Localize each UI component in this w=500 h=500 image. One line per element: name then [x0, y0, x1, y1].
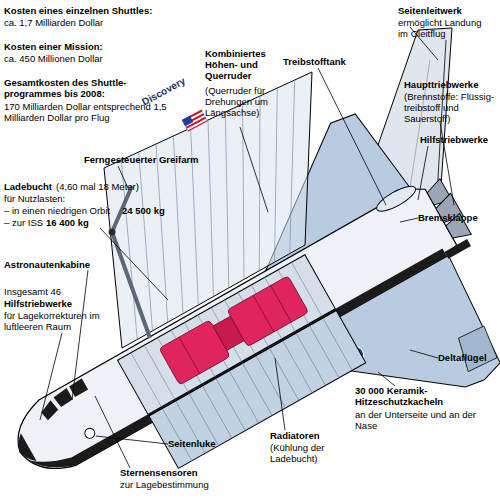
- part-label: Kosten einer Mission:: [4, 41, 179, 52]
- nose-cap: [12, 433, 36, 466]
- rib-line: [139, 152, 153, 331]
- oms-pod: [374, 182, 419, 216]
- rib-line: [283, 341, 312, 393]
- payload-band: [253, 295, 274, 332]
- body-flap: [444, 239, 471, 259]
- part-label: an der Unterseite und an der Nase: [355, 409, 480, 431]
- payload-band: [179, 337, 200, 374]
- rib-line: [229, 371, 258, 423]
- part-label: Sternensensoren: [120, 467, 220, 478]
- part-label: Ladebucht: [4, 181, 64, 192]
- leader-line: [318, 68, 386, 205]
- part-label: ermöglicht Landung im Gleitflug: [398, 17, 493, 39]
- leader-line: [378, 372, 395, 386]
- leader-line: [96, 436, 168, 444]
- radiator-door: [149, 311, 366, 469]
- part-label: Bremsklappe: [418, 212, 498, 223]
- rib-line: [131, 353, 161, 407]
- part-label: Hilfstriebwerke: [420, 134, 500, 145]
- part-label: Radiatoren: [270, 430, 340, 441]
- leader-line: [410, 350, 438, 358]
- leader-line: [240, 127, 268, 212]
- leader-line: [418, 146, 428, 200]
- leader-line: [95, 396, 130, 468]
- rib-line: [259, 96, 261, 271]
- rib-line: [310, 326, 339, 378]
- cockpit-window: [53, 388, 74, 408]
- rib-line: [189, 393, 218, 445]
- rib-line: [202, 386, 231, 438]
- part-label: Deltaflügel: [438, 352, 500, 363]
- flag-canton: [182, 116, 193, 126]
- leader-line: [72, 270, 88, 400]
- rib-line: [275, 88, 278, 262]
- arm-joint: [109, 229, 116, 236]
- part-label: 16 400 kg: [46, 217, 106, 228]
- part-label: (4,60 mal 18 Meter): [56, 181, 156, 192]
- cockpit-window: [38, 399, 60, 421]
- rib-line: [296, 333, 325, 385]
- part-label: (Querruder für Drehungen um Längsachse): [205, 85, 290, 118]
- part-label: 30 000 Keramik- Hitzeschutzkacheln: [355, 385, 455, 407]
- leader-line: [400, 218, 418, 222]
- part-label: Kosten eines einzelnen Shuttles:: [4, 5, 179, 16]
- rib-line: [243, 104, 244, 279]
- part-label: für Nutzlasten:: [4, 193, 124, 204]
- part-label: Kombiniertes Höhen- und Querruder: [205, 48, 277, 81]
- rib-line: [243, 363, 272, 415]
- side-hatch: [83, 427, 97, 441]
- part-label: ca. 450 Millionen Dollar: [4, 53, 179, 64]
- rib-line: [323, 318, 352, 370]
- part-label: (Kühlung der Ladebucht): [270, 442, 348, 464]
- part-label: zur Lagebestimmung: [120, 479, 220, 490]
- part-label: Hilfstriebwerke: [4, 298, 114, 309]
- leader-line: [40, 333, 62, 420]
- rib-line: [290, 80, 295, 254]
- part-label: Seitenluke: [168, 438, 238, 449]
- rib-line: [162, 409, 191, 461]
- part-label: 24 500 kg: [122, 205, 182, 216]
- cargo-door: [104, 72, 312, 348]
- leader-line: [100, 228, 168, 300]
- rib-line: [216, 378, 245, 430]
- part-label: – in einen niedrigen Orbit: [4, 205, 129, 216]
- rib-line: [225, 112, 228, 288]
- part-label: (Brennstoffe: Flüssig- treibstoff und Sa…: [404, 91, 500, 124]
- part-label: Gesamtkosten des Shuttle- programmes bis…: [4, 77, 144, 99]
- part-label: Ferngesteuerter Greifarm: [84, 154, 214, 165]
- part-label: 170 Milliarden Dollar entsprechend 1,5 M…: [4, 101, 179, 123]
- door-ribs: [121, 80, 294, 339]
- leader-line: [275, 358, 285, 430]
- rib-line: [208, 120, 214, 297]
- part-label: ca. 1,7 Milliarden Dollar: [4, 17, 179, 28]
- rib-line: [269, 348, 298, 400]
- rib-line: [156, 144, 168, 322]
- elevon: [452, 324, 500, 373]
- payload-band: [271, 286, 292, 323]
- part-label: Haupttriebwerke: [404, 79, 500, 90]
- part-label: Insgesamt 46: [4, 286, 114, 297]
- cockpit-window: [69, 378, 88, 397]
- part-label: Treibstofftank: [283, 56, 363, 67]
- part-label: Astronautenkabine: [4, 259, 114, 270]
- part-label: Seitenleitwerk: [398, 5, 498, 16]
- us-flag: [182, 110, 208, 132]
- flag-field: [182, 110, 208, 132]
- radiator-ribs: [162, 318, 352, 461]
- part-label: für Lagekorrekturen im luftleeren Raum: [4, 310, 116, 332]
